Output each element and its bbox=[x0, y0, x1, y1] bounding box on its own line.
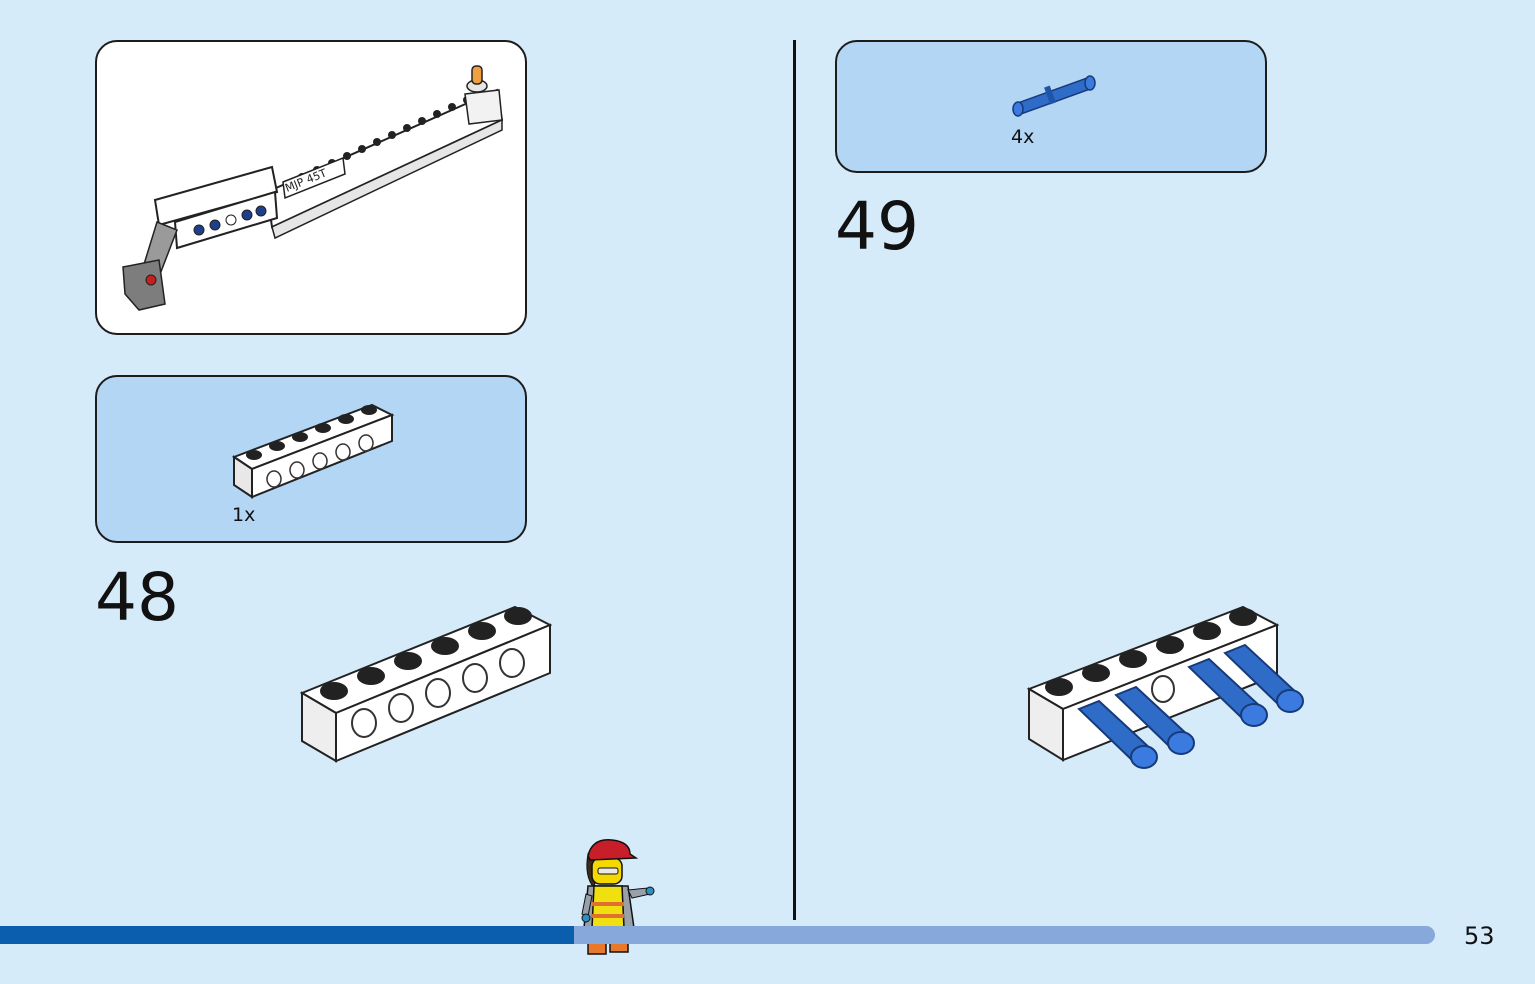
construction-worker-minifigure bbox=[581, 839, 655, 955]
parts-list-step-48: 1x bbox=[95, 375, 527, 543]
parts-list-step-49: 4x bbox=[835, 40, 1267, 173]
crane-boom-subassembly-illustration: MJP 45T bbox=[122, 65, 504, 311]
technic-brick-1x6-part-icon bbox=[231, 403, 395, 499]
technic-brick-with-pins-step-49-illustration bbox=[1026, 605, 1304, 769]
part-quantity: 4x bbox=[1011, 126, 1035, 148]
instruction-progress-bar bbox=[0, 926, 1435, 944]
part-quantity: 1x bbox=[232, 504, 256, 526]
page-number: 53 bbox=[1464, 922, 1495, 950]
step-number-48: 48 bbox=[95, 559, 179, 636]
technic-brick-1x6-step-48-illustration bbox=[299, 605, 553, 763]
blue-friction-pin-part-icon bbox=[1012, 75, 1096, 117]
page-divider bbox=[793, 40, 796, 920]
progress-fill bbox=[0, 926, 574, 944]
step-number-49: 49 bbox=[835, 188, 919, 265]
subassembly-callout: MJP 45T bbox=[95, 40, 527, 335]
